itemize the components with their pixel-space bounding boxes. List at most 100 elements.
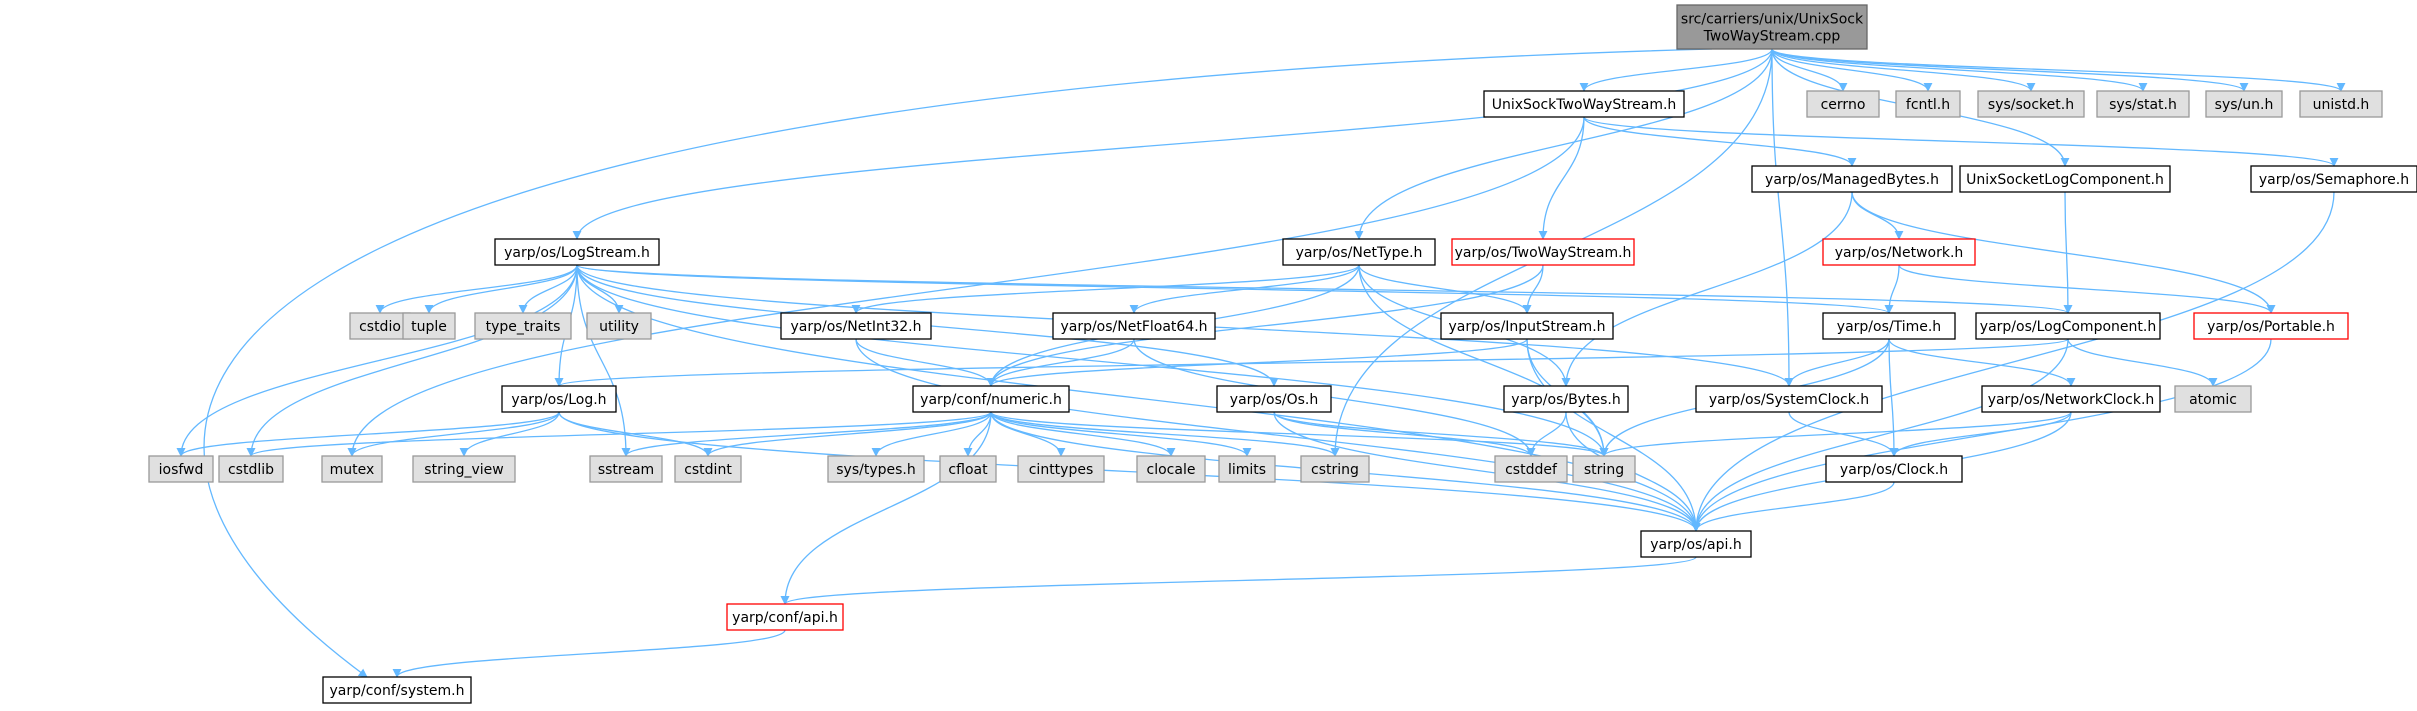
node-log[interactable]: yarp/os/Log.h — [501, 385, 617, 413]
edge-numeric-to-sstream — [621, 411, 992, 457]
node-managedbytes[interactable]: yarp/os/ManagedBytes.h — [1751, 165, 1953, 193]
node-string_view: string_view — [412, 455, 516, 483]
node-label: yarp/os/LogComponent.h — [1980, 319, 2156, 335]
edge-logstream-to-type_traits — [518, 264, 578, 314]
edge-network-to-time — [1884, 264, 1900, 314]
node-cstdio: cstdio — [349, 312, 411, 340]
node-box — [1822, 238, 1976, 266]
node-unistd: unistd.h — [2299, 90, 2383, 118]
node-label: string_view — [424, 462, 503, 478]
node-os[interactable]: yarp/os/Os.h — [1216, 385, 1332, 413]
node-box — [1052, 312, 1216, 340]
edge-nettype-to-netfloat64 — [1129, 264, 1360, 314]
node-box — [322, 676, 472, 704]
node-label: sys/socket.h — [1988, 97, 2074, 113]
edge-networkclock-to-clock — [1889, 411, 2072, 457]
node-twowaystream[interactable]: yarp/os/TwoWayStream.h — [1451, 238, 1635, 266]
node-box — [2174, 385, 2252, 413]
node-bytes[interactable]: yarp/os/Bytes.h — [1503, 385, 1629, 413]
node-time[interactable]: yarp/os/Time.h — [1822, 312, 1956, 340]
node-label: UnixSocketLogComponent.h — [1966, 172, 2164, 188]
node-cstring: cstring — [1300, 455, 1370, 483]
node-label: yarp/os/Bytes.h — [1511, 392, 1620, 408]
node-string: string — [1572, 455, 1636, 483]
node-label: cstdlib — [228, 462, 274, 478]
node-box — [1676, 4, 1868, 50]
edge-inputstream-to-numeric — [986, 338, 1528, 387]
edge-root-to-cerrno — [1771, 48, 1848, 92]
node-network[interactable]: yarp/os/Network.h — [1822, 238, 1976, 266]
node-system[interactable]: yarp/conf/system.h — [322, 676, 472, 704]
edge-bytes-to-cstddef — [1526, 411, 1567, 457]
node-clocale: clocale — [1136, 455, 1206, 483]
node-root[interactable]: src/carriers/unix/UnixSockTwoWayStream.c… — [1676, 4, 1868, 50]
node-label: yarp/os/api.h — [1650, 537, 1741, 553]
node-networkclock[interactable]: yarp/os/NetworkClock.h — [1981, 385, 2161, 413]
node-cstddef: cstddef — [1494, 455, 1568, 483]
edge-network-to-portable — [1898, 264, 2276, 314]
edge-root-to-nettype — [1354, 48, 1773, 240]
node-label: yarp/os/NetType.h — [1296, 245, 1423, 261]
edge-numeric-to-cstdint — [703, 411, 992, 457]
node-label: cerrno — [1821, 97, 1866, 113]
node-box — [402, 312, 456, 340]
node-label: limits — [1228, 462, 1266, 478]
node-cstdint: cstdint — [674, 455, 742, 483]
node-label: yarp/os/Time.h — [1837, 319, 1941, 335]
node-label: yarp/os/NetFloat64.h — [1060, 319, 1207, 335]
edge-numeric-to-cstring — [990, 411, 1340, 457]
node-box — [589, 455, 663, 483]
node-box — [1572, 455, 1636, 483]
node-label: unistd.h — [2313, 97, 2370, 113]
node-confapi[interactable]: yarp/conf/api.h — [726, 603, 844, 631]
node-portable[interactable]: yarp/os/Portable.h — [2193, 312, 2349, 340]
node-unixsocketlogcomponent[interactable]: UnixSocketLogComponent.h — [1959, 165, 2171, 193]
node-logstream[interactable]: yarp/os/LogStream.h — [494, 238, 660, 266]
edge-managedbytes-to-network — [1851, 191, 1904, 240]
node-box — [1822, 312, 1956, 340]
edge-root-to-syssocket — [1771, 48, 2036, 92]
node-box — [1975, 312, 2161, 340]
edge-logcomponent-to-atomic — [2067, 338, 2218, 387]
edge-semaphore-to-osapi — [1691, 191, 2335, 532]
node-clock[interactable]: yarp/os/Clock.h — [1825, 455, 1963, 483]
edge-root-to-systemclock — [1771, 48, 1794, 387]
node-inputstream[interactable]: yarp/os/InputStream.h — [1440, 312, 1614, 340]
edge-clock-to-osapi — [1691, 481, 1895, 532]
node-netfloat64[interactable]: yarp/os/NetFloat64.h — [1052, 312, 1216, 340]
node-osapi[interactable]: yarp/os/api.h — [1640, 530, 1752, 558]
node-label: sys/un.h — [2215, 97, 2274, 113]
edge-time-to-clock — [1888, 338, 1899, 457]
node-label: yarp/conf/system.h — [330, 683, 465, 699]
node-box — [912, 385, 1070, 413]
node-box — [1300, 455, 1370, 483]
node-box — [1695, 385, 1883, 413]
node-logcomponent[interactable]: yarp/os/LogComponent.h — [1975, 312, 2161, 340]
edge-logstream-to-logcomponent — [576, 264, 2072, 314]
node-numeric[interactable]: yarp/conf/numeric.h — [912, 385, 1070, 413]
node-type_traits: type_traits — [474, 312, 572, 340]
node-label: clocale — [1147, 462, 1196, 478]
edge-root-to-unixsocktwowaystream — [1579, 48, 1773, 92]
node-cstdlib: cstdlib — [218, 455, 284, 483]
edge-logcomponent-to-osapi — [1691, 338, 2069, 532]
edge-netfloat64-to-cstddef — [1133, 338, 1536, 457]
edge-numeric-to-confapi — [780, 411, 992, 605]
node-box — [780, 312, 932, 340]
node-label: tuple — [411, 319, 447, 335]
node-label: cfloat — [948, 462, 988, 478]
node-label: yarp/os/InputStream.h — [1448, 319, 1605, 335]
node-nettype[interactable]: yarp/os/NetType.h — [1282, 238, 1436, 266]
node-semaphore[interactable]: yarp/os/Semaphore.h — [2250, 165, 2417, 193]
node-systemclock[interactable]: yarp/os/SystemClock.h — [1695, 385, 1883, 413]
node-label: yarp/os/Network.h — [1835, 245, 1964, 261]
node-label: sys/stat.h — [2109, 97, 2177, 113]
edge-log-to-iosfwd — [176, 411, 560, 457]
node-label: sys/types.h — [836, 462, 915, 478]
node-box — [1751, 165, 1953, 193]
edge-logstream-to-sstream — [576, 264, 631, 457]
edge-netint32-to-numeric — [855, 338, 996, 387]
node-netint32[interactable]: yarp/os/NetInt32.h — [780, 312, 932, 340]
edge-root-to-unistd — [1771, 48, 2346, 92]
node-unixsocktwowaystream[interactable]: UnixSockTwoWayStream.h — [1483, 90, 1685, 118]
